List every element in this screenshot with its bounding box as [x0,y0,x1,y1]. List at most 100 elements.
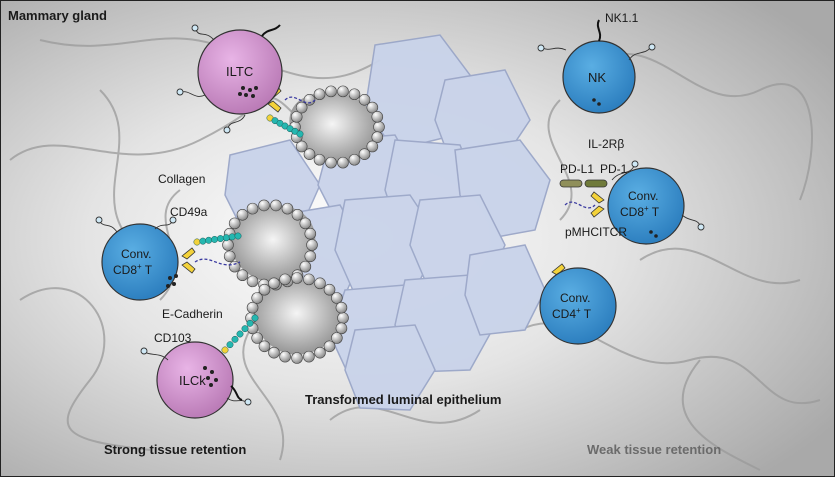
adhesion-bead [246,319,254,327]
membrane-bead [335,322,348,335]
e-cadherin-label: E-Cadherin [162,307,223,321]
cd8-right-line2: CD8+ T [620,204,660,219]
membrane-bead [299,217,312,230]
membrane-bead [246,301,259,314]
collagen-label: Collagen [158,172,205,186]
membrane-bead [268,277,280,290]
membrane-bead [268,346,280,359]
pmhc-tcr-label: pMHCITCR [565,225,627,239]
adhesion-bead [193,238,201,246]
membrane-bead [223,250,236,263]
membrane-bead [358,148,371,161]
membrane-bead [337,85,349,98]
membrane-bead [373,121,385,133]
membrane-bead [366,101,379,114]
tcr-receptors [181,86,605,290]
membrane-bead [281,202,294,215]
membrane-bead [358,93,371,106]
cd8-left-line1: Conv. [121,247,151,261]
cd8-right-line1: Conv. [628,189,658,203]
membrane-bead [290,111,303,123]
membrane-bead [228,260,241,273]
adhesion-bead [216,235,224,243]
iltc-cell [197,29,283,115]
membrane-bead [236,208,249,221]
membrane-bead [304,250,317,263]
membrane-bead [348,153,361,166]
membrane-bead [325,156,337,169]
membrane-bead [291,352,303,364]
left-caption: Strong tissue retention [104,442,246,457]
membrane-bead [366,140,379,153]
cd8-left-line2: CD8+ T [113,262,153,277]
membrane-bead [246,275,259,288]
membrane-bead [323,340,336,353]
receptor-links [194,96,596,266]
membrane-bead [304,227,317,240]
adhesion-bead [221,346,229,354]
pd1-label: PD-1 [600,162,628,176]
membrane-bead [371,111,384,123]
membrane-bead [348,88,361,101]
adhesion-bead [205,236,213,244]
nk-cell [562,40,636,114]
iltc-label: ILTC [226,64,253,79]
adhesion-bead [296,130,304,138]
nk-label: NK [588,70,606,85]
tumor-cell-bottom [252,279,341,355]
e-cadherin-chains [193,114,304,354]
adhesion-bead [228,233,236,241]
right-caption: Weak tissue retention [587,442,721,457]
granules-icon [238,86,258,98]
pdl1-pd1-pair [559,179,608,188]
membrane-bead [279,273,291,286]
membrane-bead [258,283,271,296]
membrane-bead [246,202,259,215]
membrane-bead [314,346,326,359]
cd103-label: CD103 [154,331,192,345]
adhesion-bead [199,237,207,245]
membrane-bead [251,292,263,304]
adhesion-bead [234,232,242,240]
cd4-line2: CD4+ T [552,306,592,321]
adhesion-bead [226,341,234,349]
membrane-bead [295,140,308,153]
membrane-bead [303,273,315,286]
ilck-cell [156,341,234,419]
cd4-line1: Conv. [560,291,590,305]
membrane-bead [313,88,326,101]
cd8-t-cell-right [607,167,685,245]
tumor-cell-top [289,91,376,163]
adhesion-bead [231,335,239,343]
il2rb-label: IL-2Rβ [588,137,624,151]
adhesion-bead [241,325,249,333]
membrane-bead [295,101,308,114]
membrane-bead [335,301,348,314]
cd49a-label: CD49a [170,205,208,219]
membrane-bead [313,153,326,166]
membrane-bead [323,283,336,296]
membrane-bead [303,93,316,106]
membrane-bead [303,350,315,363]
membrane-bead [325,85,337,98]
center-label: Transformed luminal epithelium [305,392,501,407]
membrane-bead [306,239,318,251]
membrane-bead [258,199,270,212]
membrane-bead [331,292,343,304]
membrane-bead [291,208,304,221]
nk11-label: NK1.1 [605,11,639,25]
membrane-bead [337,156,349,169]
membrane-bead [291,272,303,284]
adhesion-bead [222,234,230,242]
membrane-bead [236,269,249,282]
membrane-bead [270,199,282,212]
membrane-bead [299,260,312,273]
tumor-cell-middle [230,205,316,282]
adhesion-bead [211,235,219,243]
nk11-receptor [230,19,602,401]
adhesion-bead [251,314,259,322]
granules-icon [203,366,218,387]
membrane-bead [314,277,326,290]
